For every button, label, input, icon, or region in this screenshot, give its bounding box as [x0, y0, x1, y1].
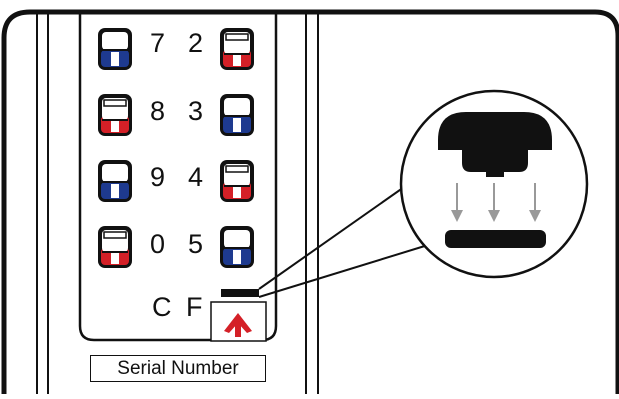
- dip-switch-2[interactable]: [220, 28, 254, 70]
- digit-4: 4: [188, 162, 204, 192]
- label-c: C: [152, 292, 172, 322]
- keypad-panel: [78, 14, 278, 342]
- dip-switch-7[interactable]: [98, 28, 132, 70]
- dip-switch-3[interactable]: [220, 94, 254, 136]
- indicator-bar: [221, 289, 259, 297]
- digit-0: 0: [150, 229, 166, 259]
- contact-pad: [445, 230, 546, 248]
- digit-7: 7: [150, 28, 166, 58]
- serial-number-label: Serial Number: [90, 355, 266, 382]
- dip-switch-8[interactable]: [98, 94, 132, 136]
- up-arrow-icon: [224, 313, 252, 337]
- dip-switch-group: [98, 28, 254, 268]
- dip-switch-4[interactable]: [220, 160, 254, 202]
- digit-3: 3: [188, 96, 204, 126]
- down-arrow-icon: [451, 183, 541, 222]
- digit-9: 9: [150, 162, 166, 192]
- dip-switch-9[interactable]: [98, 160, 132, 202]
- dip-switch-5[interactable]: [220, 226, 254, 268]
- leader-line-top: [258, 184, 408, 290]
- leader-line-bottom: [258, 244, 429, 298]
- button-cap-icon: [438, 112, 552, 177]
- dip-switch-0[interactable]: [98, 226, 132, 268]
- digit-2: 2: [188, 28, 204, 58]
- label-f: F: [186, 292, 203, 322]
- outer-frame: [1, 9, 619, 394]
- digit-5: 5: [188, 229, 204, 259]
- digit-8: 8: [150, 96, 166, 126]
